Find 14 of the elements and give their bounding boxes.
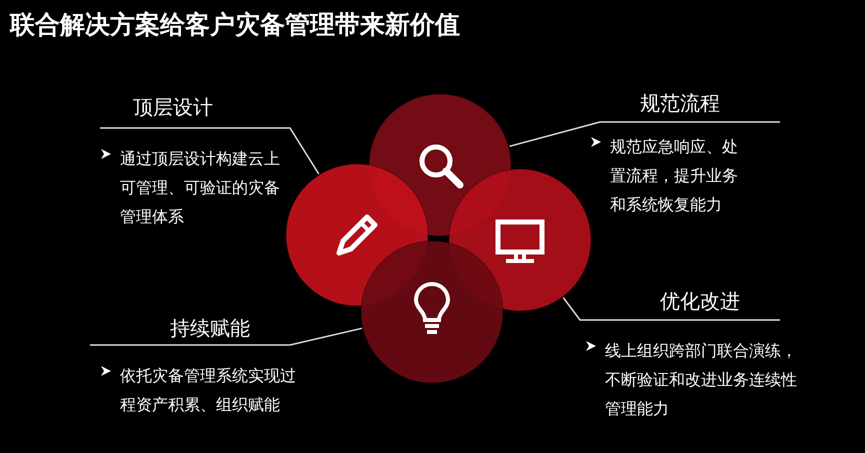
heading: 持续赋能 [170, 315, 250, 342]
bullet-text: 通过顶层设计构建云上可管理、可验证的灾备管理体系 [120, 148, 281, 228]
leader-line [562, 297, 780, 321]
title: 联合解决方案给客户灾备管理带来新价值 [10, 9, 460, 41]
leader-line [509, 121, 780, 148]
heading: 顶层设计 [133, 94, 213, 121]
bullet-text: 规范应急响应、处置流程，提升业务和系统恢复能力 [610, 136, 739, 216]
leader-line [100, 127, 320, 174]
heading: 规范流程 [640, 90, 720, 117]
leader-line [90, 328, 362, 346]
circle-segment [360, 240, 504, 384]
bullet-text: 线上组织跨部门联合演练，不断验证和改进业务连续性管理能力 [605, 340, 798, 420]
bullet-text: 依托灾备管理系统实现过程资产积累、组织赋能 [120, 365, 297, 416]
heading: 优化改进 [660, 288, 740, 315]
